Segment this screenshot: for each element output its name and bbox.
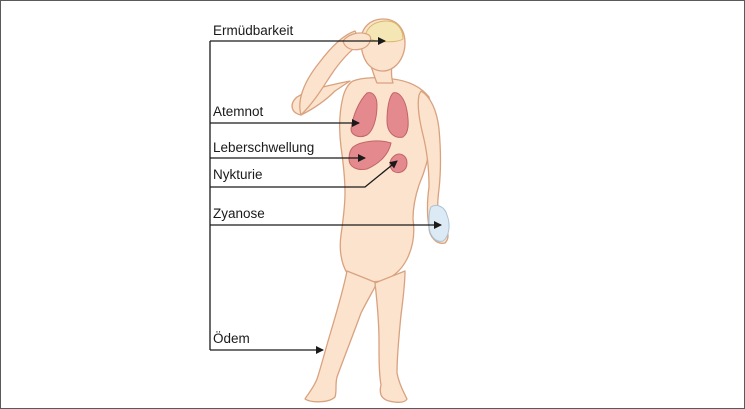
label-nykturie: Nykturie: [213, 167, 263, 183]
kidney: [390, 154, 407, 172]
label-zyanose: Zyanose: [213, 206, 265, 222]
cyanosis-hand: [429, 205, 449, 241]
body-silhouette: [292, 19, 448, 402]
label-atemnot: Atemnot: [213, 104, 263, 120]
label-leberschwellung: Leberschwellung: [213, 140, 314, 156]
label-oedem: Ödem: [213, 331, 250, 347]
label-ermuedbarkeit: Ermüdbarkeit: [213, 23, 293, 39]
